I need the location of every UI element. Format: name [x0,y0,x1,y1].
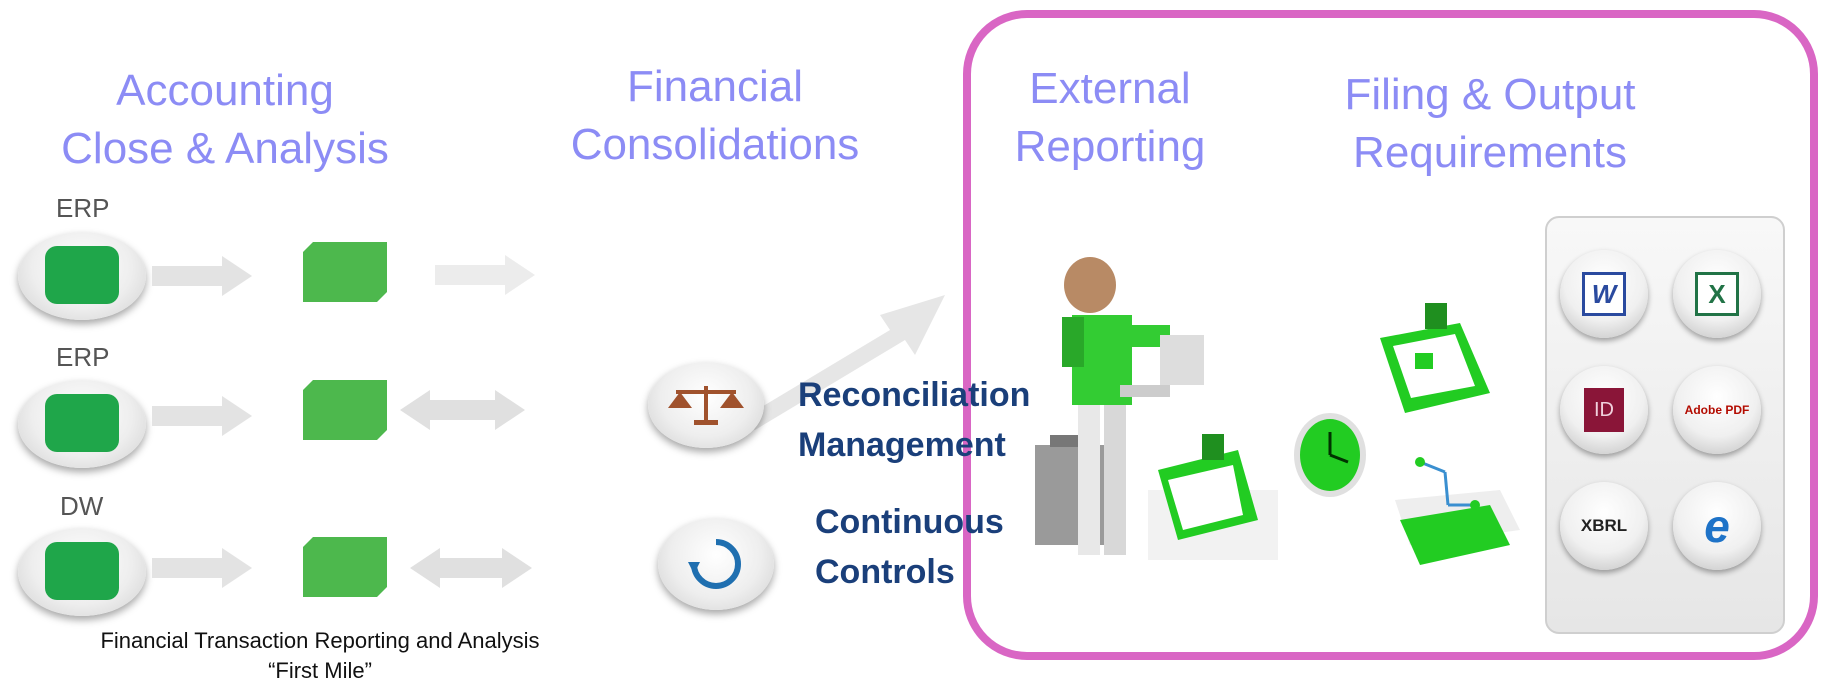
data-block-icon [303,537,387,597]
first-mile-caption: Financial Transaction Reporting and Anal… [100,628,540,683]
xbrl-icon[interactable]: XBRL [1560,482,1648,570]
double-arrow-icon [410,548,532,588]
network-folder-icon [1395,457,1520,565]
database-icon [18,232,146,320]
word-icon[interactable]: W [1560,250,1648,338]
refresh-icon [658,518,774,610]
reconciliation-management-label: Reconciliation Management [798,376,1031,464]
folder-icon [1148,434,1278,560]
source-label: DW [60,491,104,521]
external-reporting-frame [963,10,1818,660]
indesign-icon[interactable]: ID [1560,366,1648,454]
arrow-right-icon [435,255,535,295]
clock-icon [1294,413,1366,497]
data-block-icon [303,242,387,302]
heading-external-reporting: External Reporting [1014,64,1206,171]
data-block-icon [303,380,387,440]
arrow-right-icon [152,548,252,588]
internet-explorer-icon[interactable]: e [1673,482,1761,570]
folder-icon [1380,303,1490,413]
adobe-pdf-icon[interactable]: Adobe PDF [1673,366,1761,454]
database-icon [18,380,146,468]
large-arrow-icon [740,295,945,430]
scales-icon [648,362,764,448]
heading-filing-output: Filing & Output Requirements [1344,70,1636,177]
heading-financial-consolidations: Financial Consolidations [570,62,860,169]
arrow-right-icon [152,256,252,296]
excel-icon[interactable]: X [1673,250,1761,338]
person-icon [1035,257,1204,555]
database-icon [18,528,146,616]
source-label: ERP [56,193,110,223]
continuous-controls-label: Continuous Controls [815,503,1004,591]
arrow-right-icon [152,396,252,436]
heading-accounting-close: Accounting Close & Analysis [61,66,389,173]
source-label: ERP [56,342,110,372]
double-arrow-icon [400,390,525,430]
